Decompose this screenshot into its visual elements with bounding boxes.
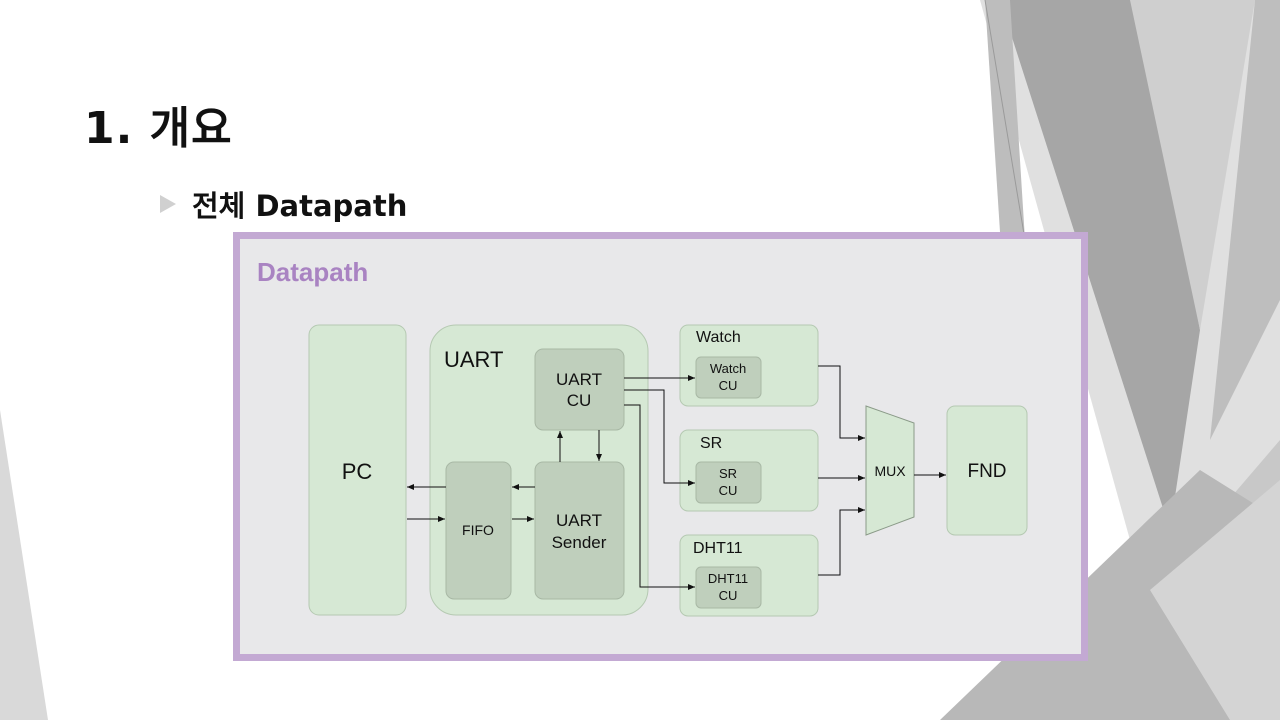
- sr-label: SR: [700, 435, 722, 452]
- mux-label: MUX: [874, 463, 906, 479]
- dht11-cu-block: [695, 566, 762, 609]
- uart-sender-label-line1: UART: [556, 511, 602, 530]
- pc-label: PC: [342, 459, 373, 484]
- fnd-block: [946, 405, 1028, 536]
- sr-cu-label-line1: SR: [719, 466, 737, 481]
- fifo-block: [445, 461, 512, 600]
- fnd-label: FND: [967, 461, 1006, 482]
- uart-label: UART: [444, 347, 504, 372]
- connection-lines: [407, 365, 946, 590]
- uart-cu-block: [534, 348, 625, 431]
- watch-cu-label-line1: Watch: [710, 361, 746, 376]
- frame-label: Datapath: [257, 257, 368, 287]
- bullet-item: 전체 Datapath: [160, 184, 407, 224]
- uart-sender-label-line2: Sender: [552, 533, 607, 552]
- slide-title: 1. 개요: [84, 103, 233, 154]
- uart-cu-label-line2: CU: [567, 391, 592, 410]
- pc-block: [308, 324, 407, 616]
- bullet-text: 전체 Datapath: [192, 189, 408, 223]
- dht11-cu-label-line2: CU: [719, 588, 738, 603]
- mux-block: [865, 405, 915, 536]
- watch-cu-block: [695, 356, 762, 399]
- sr-cu-label-line2: CU: [719, 483, 738, 498]
- watch-to-mux-arrow: [818, 365, 865, 441]
- watch-cu-label-line2: CU: [719, 378, 738, 393]
- fifo-label: FIFO: [462, 522, 494, 538]
- watch-label: Watch: [696, 329, 741, 346]
- sr-cu-block: [695, 461, 762, 504]
- uart-sender-block: [534, 461, 625, 600]
- dht11-label: DHT11: [693, 540, 743, 557]
- dht11-cu-label-line1: DHT11: [708, 571, 748, 586]
- dht11-to-mux-arrow: [818, 507, 865, 576]
- bullet-triangle-icon: [160, 195, 176, 213]
- uartcu-to-dht11cu-arrow: [624, 404, 695, 590]
- uart-cu-label-line1: UART: [556, 370, 602, 389]
- uartcu-to-srcu-arrow: [624, 389, 695, 486]
